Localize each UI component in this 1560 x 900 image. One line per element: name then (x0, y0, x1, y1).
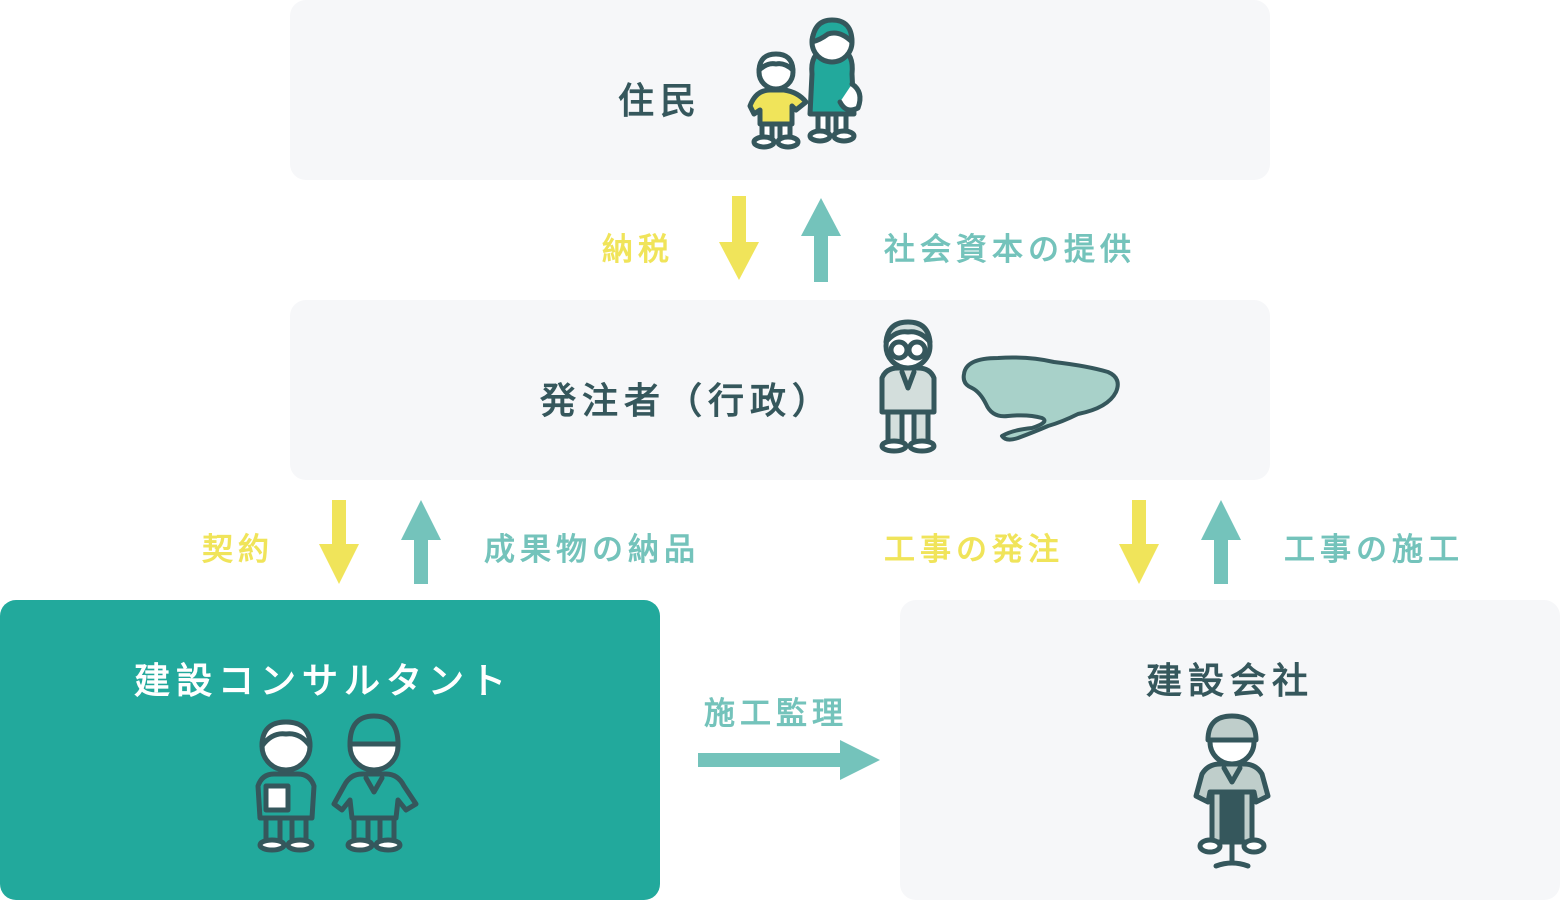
deliverable-arrow-up (401, 500, 441, 584)
tax-arrow-down (719, 196, 759, 280)
region-map-icon (961, 355, 1120, 442)
tax-label: 納税 (602, 232, 674, 268)
supervision-arrow-right (698, 740, 880, 780)
contract-arrow-down (319, 500, 359, 584)
residents-title: 住民 (618, 81, 703, 122)
contractor-box: 建設会社 (900, 600, 1560, 900)
supervision-label: 施工監理 (704, 696, 848, 732)
order-arrow-down (1119, 500, 1159, 584)
construction-worker-icon (1193, 713, 1271, 869)
client-title: 発注者（行政） (540, 381, 835, 422)
deliverable-label: 成果物の納品 (484, 532, 700, 568)
construction-arrow-up (1201, 500, 1241, 584)
consultant-box: 建設コンサルタント (0, 600, 660, 900)
infrastructure-label: 社会資本の提供 (884, 232, 1136, 268)
infrastructure-arrow-up (801, 198, 841, 282)
client-box: 発注者（行政） (290, 300, 1270, 480)
consultant-title: 建設コンサルタント (134, 661, 513, 702)
contractor-title: 建設会社 (1146, 661, 1315, 702)
official-icon (879, 319, 937, 454)
residents-icon (747, 17, 863, 150)
contract-label: 契約 (202, 532, 274, 568)
construction-label: 工事の施工 (1284, 532, 1464, 568)
order-label: 工事の発注 (884, 532, 1064, 568)
residents-box: 住民 (290, 0, 1270, 180)
consultant-engineers-icon (255, 713, 419, 853)
